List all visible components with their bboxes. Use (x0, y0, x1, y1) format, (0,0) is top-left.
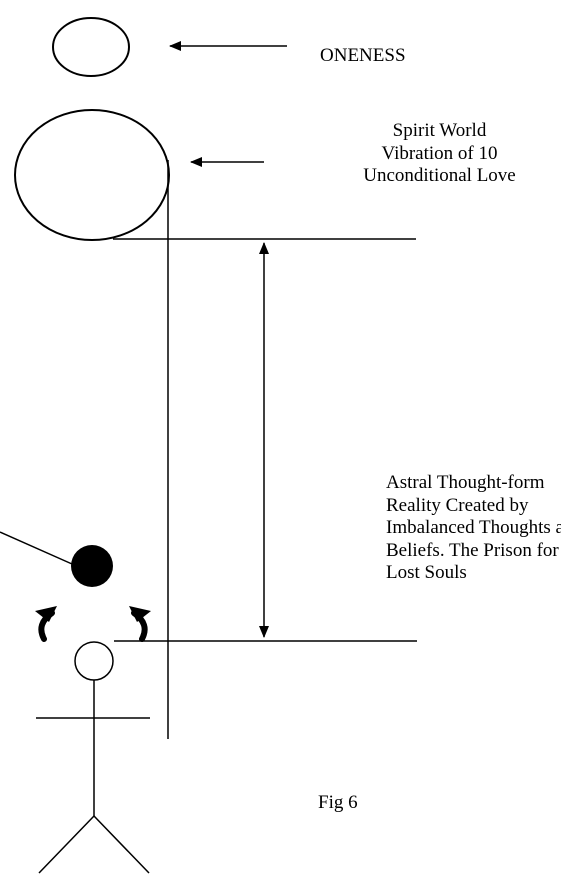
left-curved-arrow-icon (35, 606, 57, 642)
oneness-circle (52, 17, 130, 77)
astral-line: Reality Created by (386, 494, 529, 516)
stick-figure-head (74, 641, 114, 681)
spirit-world-line: Vibration of 10 (381, 142, 498, 164)
stick-figure-right-leg (93, 815, 150, 874)
figure-caption: Fig 6 (318, 792, 358, 813)
dark-orb (71, 545, 113, 587)
astral-line: Lost Souls (386, 562, 467, 583)
right-curved-arrow-icon (129, 606, 151, 642)
spirit-world-line: Unconditional Love (363, 165, 516, 186)
orb-connector-line (0, 531, 73, 565)
oneness-label: ONENESS (320, 45, 406, 66)
astral-line: Imbalanced Thoughts an (386, 517, 561, 538)
astral-line: Beliefs. The Prison for (386, 539, 559, 561)
spirit-world-line: Spirit World (392, 120, 487, 141)
astral-line: Astral Thought-form (386, 472, 545, 493)
stick-figure-left-leg (38, 815, 95, 874)
spirit-world-label: Spirit World Vibration of 10 Uncondition… (322, 120, 557, 188)
stick-figure (36, 641, 150, 874)
astral-reality-label: Astral Thought-form Reality Created by I… (386, 472, 561, 585)
spirit-world-circle (14, 109, 170, 241)
